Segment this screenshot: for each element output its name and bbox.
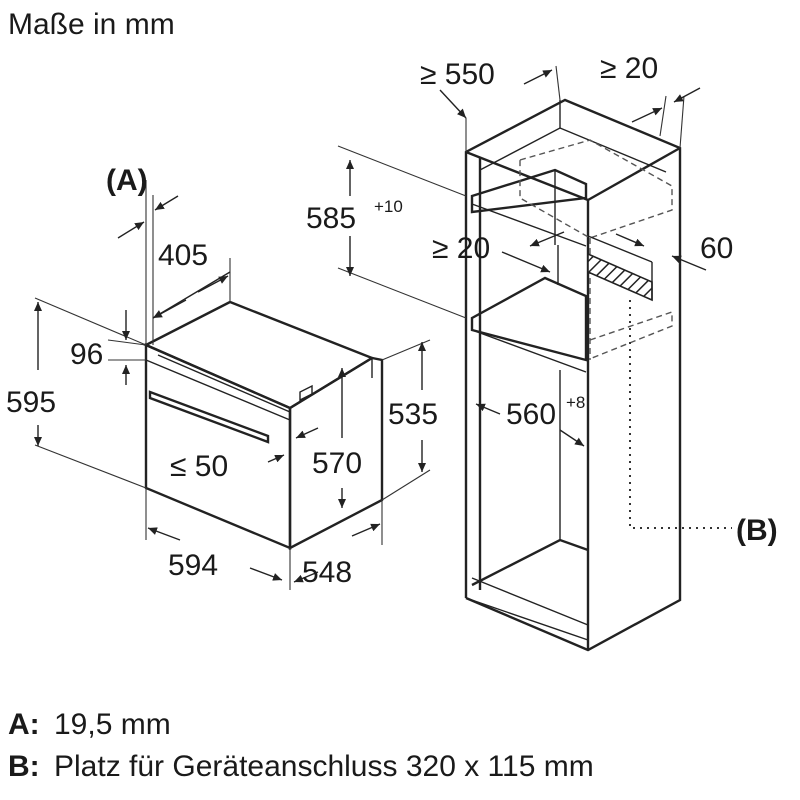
dim-ge550: ≥ 550 bbox=[420, 58, 495, 91]
dim-585-tolerance: +10 bbox=[374, 197, 403, 216]
dim-ge20-mid: ≥ 20 bbox=[432, 232, 490, 265]
dim-548: 548 bbox=[302, 556, 352, 589]
dim-405: 405 bbox=[158, 239, 208, 272]
connection-space-leader bbox=[629, 300, 732, 529]
dim-560-tolerance: +8 bbox=[566, 393, 585, 412]
legend-a-key: A: bbox=[8, 708, 40, 741]
legend-b-key: B: bbox=[8, 750, 40, 783]
label-b: (B) bbox=[736, 514, 778, 547]
dim-594: 594 bbox=[168, 549, 218, 582]
dim-535: 535 bbox=[388, 398, 438, 431]
diagram-title: Maße in mm bbox=[8, 8, 175, 41]
oven-handle bbox=[148, 390, 270, 444]
label-a: (A) bbox=[106, 164, 148, 197]
oven-drawing bbox=[34, 180, 431, 590]
legend-a-text: 19,5 mm bbox=[54, 708, 171, 741]
dim-595: 595 bbox=[6, 386, 56, 419]
dim-570: 570 bbox=[312, 447, 362, 480]
dim-le50: ≤ 50 bbox=[170, 450, 228, 483]
vent-opening bbox=[587, 252, 653, 302]
oven-top bbox=[143, 300, 375, 410]
dim-60: 60 bbox=[700, 232, 733, 265]
oven-side bbox=[288, 356, 384, 550]
cabinet-drawing bbox=[337, 65, 732, 652]
legend: A: 19,5 mm B: Platz für Geräteanschluss … bbox=[8, 708, 594, 783]
legend-b-text: Platz für Geräteanschluss 320 x 115 mm bbox=[54, 750, 594, 783]
dim-96: 96 bbox=[70, 338, 103, 371]
dim-560: 560 bbox=[506, 398, 556, 431]
dim-ge20-top: ≥ 20 bbox=[600, 52, 658, 85]
dim-585: 585 bbox=[306, 202, 356, 235]
